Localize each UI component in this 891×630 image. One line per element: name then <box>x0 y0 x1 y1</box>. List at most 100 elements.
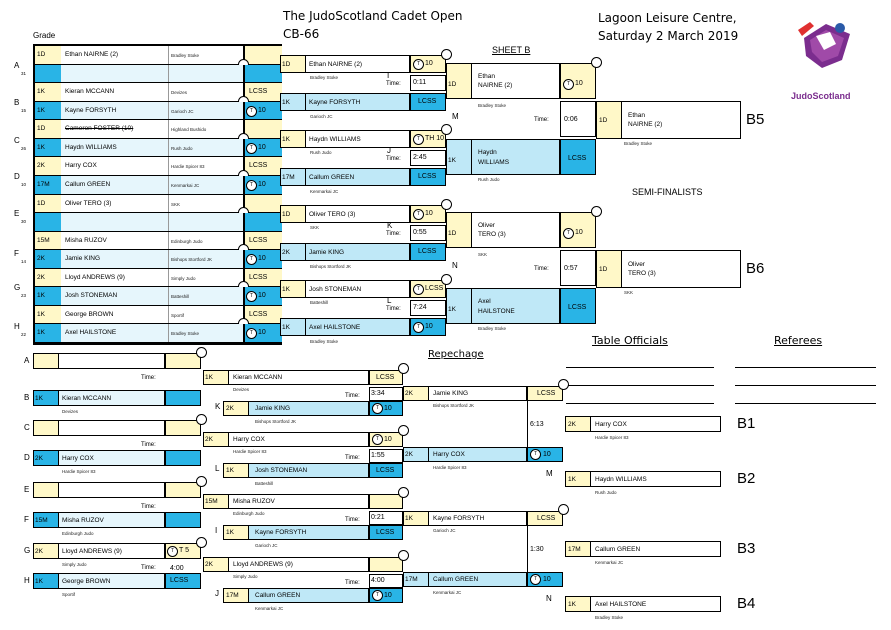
logo-text: JudoScotland <box>791 91 851 101</box>
bout-number <box>398 550 409 561</box>
grade-value: 15M <box>35 517 48 524</box>
club-name: SKK <box>310 225 320 230</box>
score-icon: T <box>413 134 424 145</box>
bout-label: I <box>387 71 390 80</box>
result-id: B3 <box>737 540 756 557</box>
grade-cell <box>33 420 59 436</box>
score-icon: T <box>372 434 383 445</box>
competitor-name: Kieran MCCANN <box>62 395 112 402</box>
grade-value: 1K <box>568 601 576 608</box>
bout-number <box>441 124 452 135</box>
score-cell <box>369 557 403 572</box>
name-cell <box>306 93 410 111</box>
grade-cell <box>33 390 59 406</box>
grade-value: 2K <box>405 451 413 458</box>
rep-letter-b: B <box>24 393 30 402</box>
club-name: Garioch JC <box>433 528 456 533</box>
name-cell <box>472 288 560 324</box>
score-value: T 5 <box>179 547 189 554</box>
score-icon: T <box>372 590 383 601</box>
grade-value: 2K <box>37 162 45 170</box>
grade-value: 1K <box>282 286 290 293</box>
bout-label: K <box>387 221 393 230</box>
score-cell <box>165 512 201 528</box>
score-cell <box>560 288 596 324</box>
name-cell <box>59 353 165 369</box>
event-date: Saturday 2 March 2019 <box>598 29 739 43</box>
grade-value: 1K <box>205 374 213 381</box>
bout-label: M <box>546 469 553 478</box>
name-cell <box>229 432 369 447</box>
competitor-name: Haydn WILLIAMS <box>309 136 361 143</box>
score-cell <box>165 353 201 369</box>
ippon-icon: T <box>246 291 257 303</box>
name-cell <box>61 46 168 64</box>
competitor-name: Oliver TERO (3) <box>65 199 112 207</box>
club-cell <box>168 194 244 213</box>
seed-number: 10 <box>21 182 27 187</box>
grade-value: 1K <box>568 476 576 483</box>
score-cell <box>243 213 282 231</box>
bout-label: M <box>452 112 459 121</box>
score-value: LCSS <box>249 236 268 244</box>
grade-cell <box>223 588 249 603</box>
club-name: Rush Judo <box>171 145 193 151</box>
grade-value: 1K <box>448 157 456 164</box>
referee-line <box>735 367 876 368</box>
name-cell <box>591 596 721 612</box>
club-name: Garioch JC <box>255 543 278 548</box>
competitor-name: Kayne FORSYTH <box>65 106 117 114</box>
club-name: Bradley Stoke <box>310 339 339 344</box>
score-icon: T <box>530 574 541 585</box>
score-value: 10 <box>258 143 266 151</box>
competitor-name: Axel <box>478 298 491 305</box>
bout-number <box>591 206 602 217</box>
club-cell <box>168 175 244 194</box>
time-value: 0:57 <box>564 265 578 272</box>
competitor-name: Haydn <box>478 149 497 156</box>
competitor-name: Misha RUZOV <box>65 236 107 244</box>
grade-cell <box>446 212 472 248</box>
referee-line <box>735 385 876 386</box>
club-name: Hardie Spicer 83 <box>595 435 629 440</box>
score-cell <box>369 494 403 509</box>
grade-value: 2K <box>282 249 290 256</box>
time-value: 0:11 <box>413 79 427 86</box>
score-value: LCSS <box>418 173 437 180</box>
rep-letter-h: H <box>24 576 30 585</box>
judoscotland-logo <box>796 16 858 86</box>
grade-value: 1D <box>37 199 46 207</box>
bout-label: N <box>452 261 458 270</box>
grade-cell <box>280 55 306 73</box>
grade-value: 2K <box>405 390 413 397</box>
score-value: LCSS <box>170 577 189 584</box>
grade-cell <box>565 416 591 432</box>
rep-letter-e: E <box>24 485 30 494</box>
grade-value: 2K <box>205 561 213 568</box>
club-name: Edinburgh Judo <box>171 238 203 244</box>
sheet-label: SHEET B <box>492 45 531 55</box>
grade-cell <box>403 386 429 401</box>
competitor-name: George BROWN <box>65 310 114 318</box>
club-name: Bishops Stortford JK <box>171 257 213 263</box>
club-name: SKK <box>624 290 634 295</box>
time-cell <box>410 75 446 91</box>
score-value: 10 <box>258 180 266 188</box>
grade-cell <box>33 512 59 528</box>
name-cell <box>622 101 741 139</box>
competitor-name: Ethan NAIRNE (2) <box>309 61 363 68</box>
grade-cell <box>446 63 472 99</box>
grade-value: 1K <box>37 88 45 96</box>
name-cell <box>249 588 369 603</box>
name-cell <box>229 494 369 509</box>
time-label: Time: <box>141 375 156 381</box>
time-label: Time: <box>141 504 156 510</box>
club-name: Bradley Stoke <box>171 53 200 58</box>
